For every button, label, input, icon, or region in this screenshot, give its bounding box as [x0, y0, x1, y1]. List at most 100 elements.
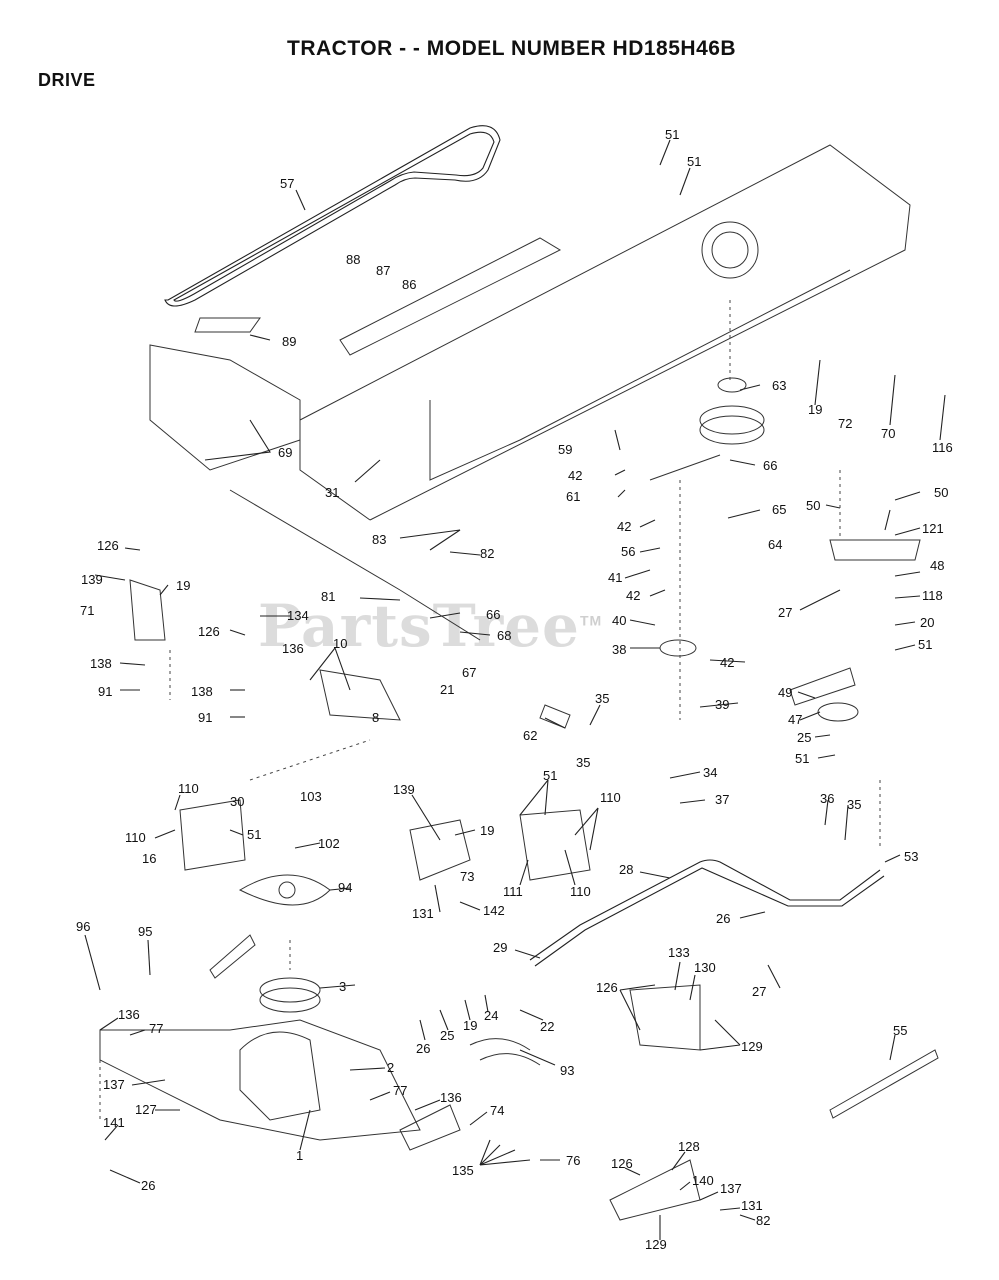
callout-139: 139	[81, 572, 103, 587]
callout-126: 126	[198, 624, 220, 639]
callout-94: 94	[338, 880, 352, 895]
callout-30: 30	[230, 794, 244, 809]
callout-27: 27	[778, 605, 792, 620]
callout-111: 111	[503, 884, 523, 899]
callout-93: 93	[560, 1063, 574, 1078]
callout-76: 76	[566, 1153, 580, 1168]
callout-131: 131	[412, 906, 434, 921]
rods	[229, 454, 885, 967]
callout-64: 64	[768, 537, 782, 552]
page-title: TRACTOR - - MODEL NUMBER HD185H46B	[287, 37, 737, 60]
callout-35: 35	[595, 691, 609, 706]
callout-19: 19	[480, 823, 494, 838]
callout-71: 71	[80, 603, 94, 618]
callout-138: 138	[191, 684, 213, 699]
callout-28: 28	[619, 862, 633, 877]
callout-74: 74	[490, 1103, 504, 1118]
callout-135: 135	[452, 1163, 474, 1178]
callout-51: 51	[918, 637, 932, 652]
callout-130: 130	[694, 960, 716, 975]
callout-137: 137	[720, 1181, 742, 1196]
callout-42: 42	[617, 519, 631, 534]
callout-87: 87	[376, 263, 390, 278]
callout-37: 37	[715, 792, 729, 807]
callout-110: 110	[570, 884, 591, 899]
callout-91: 91	[198, 710, 212, 725]
callout-47: 47	[788, 712, 802, 727]
callout-50: 50	[806, 498, 820, 513]
callout-127: 127	[135, 1102, 157, 1117]
callout-26: 26	[416, 1041, 430, 1056]
callout-39: 39	[715, 697, 729, 712]
callout-48: 48	[930, 558, 944, 573]
part-shapes	[99, 377, 939, 1221]
callout-66: 66	[763, 458, 777, 473]
assembly-lines	[99, 300, 881, 1120]
callout-140: 140	[692, 1173, 714, 1188]
callout-61: 61	[566, 489, 580, 504]
callout-69: 69	[278, 445, 292, 460]
callout-55: 55	[893, 1023, 907, 1038]
callout-110: 110	[178, 781, 199, 796]
callout-26: 26	[716, 911, 730, 926]
callout-19: 19	[463, 1018, 477, 1033]
callout-77: 77	[393, 1083, 407, 1098]
callout-96: 96	[76, 919, 90, 934]
callout-136: 136	[282, 641, 304, 656]
callout-141: 141	[103, 1115, 125, 1130]
callout-110: 110	[600, 790, 621, 805]
callout-21: 21	[440, 682, 454, 697]
callout-51: 51	[795, 751, 809, 766]
callout-62: 62	[523, 728, 537, 743]
section-heading: DRIVE	[38, 70, 96, 90]
callout-10: 10	[333, 636, 347, 651]
callout-3: 3	[339, 979, 346, 994]
callout-40: 40	[612, 613, 626, 628]
callout-20: 20	[920, 615, 934, 630]
callout-129: 129	[741, 1039, 763, 1054]
callout-118: 118	[922, 588, 943, 603]
callout-49: 49	[778, 685, 792, 700]
callout-59: 59	[558, 442, 572, 457]
callout-51: 51	[543, 768, 557, 783]
callout-labels: 57 51 51 88 87 86 89 69 31 63 19 72 70 1…	[76, 127, 953, 1252]
callout-25: 25	[797, 730, 811, 745]
callout-42: 42	[568, 468, 582, 483]
callout-25: 25	[440, 1028, 454, 1043]
callout-36: 36	[820, 791, 834, 806]
callout-89: 89	[282, 334, 296, 349]
callout-27: 27	[752, 984, 766, 999]
callout-56: 56	[621, 544, 635, 559]
callout-103: 103	[300, 789, 322, 804]
callout-102: 102	[318, 836, 340, 851]
callout-126: 126	[596, 980, 618, 995]
callout-116: 116	[932, 440, 953, 455]
watermark: PartsTreeTM	[258, 592, 602, 660]
drive-belt	[164, 125, 501, 307]
callout-63: 63	[772, 378, 786, 393]
callout-128: 128	[678, 1139, 700, 1154]
callout-2: 2	[387, 1060, 394, 1075]
callout-129: 129	[645, 1237, 667, 1252]
callout-126: 126	[611, 1156, 633, 1171]
callout-138: 138	[90, 656, 112, 671]
callout-50: 50	[934, 485, 948, 500]
callout-136: 136	[440, 1090, 462, 1105]
callout-29: 29	[493, 940, 507, 955]
callout-68: 68	[497, 628, 511, 643]
callout-82: 82	[480, 546, 494, 561]
callout-70: 70	[881, 426, 895, 441]
callout-42: 42	[626, 588, 640, 603]
callout-16: 16	[142, 851, 156, 866]
callout-57: 57	[280, 176, 294, 191]
callout-51: 51	[665, 127, 679, 142]
callout-41: 41	[608, 570, 622, 585]
callout-42: 42	[720, 655, 734, 670]
callout-77: 77	[149, 1021, 163, 1036]
callout-126: 126	[97, 538, 119, 553]
callout-66: 66	[486, 607, 500, 622]
callout-83: 83	[372, 532, 386, 547]
callout-142: 142	[483, 903, 505, 918]
callout-8: 8	[372, 710, 379, 725]
